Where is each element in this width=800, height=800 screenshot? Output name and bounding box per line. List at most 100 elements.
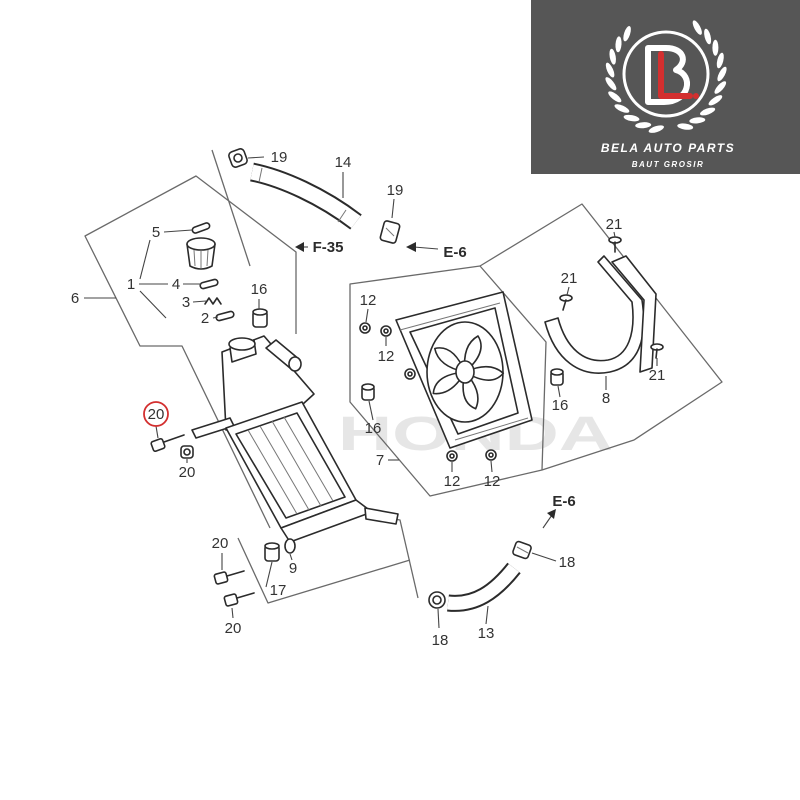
radiator-outlet-pipe <box>364 507 399 525</box>
laurel-leaf <box>677 123 694 130</box>
lower-grommet <box>284 538 296 554</box>
callout-cover-screw-c: 21 <box>649 367 666 384</box>
reference-e6-top-arrow <box>406 242 439 252</box>
shroud-bolt <box>359 322 371 334</box>
laurel-wreath <box>605 20 727 133</box>
radiator <box>191 335 399 543</box>
callout-shroud-bolt-c: 12 <box>444 473 461 490</box>
lower-hose-clamp-a <box>428 591 446 609</box>
cover-screw-c <box>650 343 664 359</box>
laurel-leaf <box>714 81 727 94</box>
shroud-bolt <box>380 325 392 337</box>
callout-cover-grommet: 16 <box>552 397 569 414</box>
lower-bolt-a <box>213 570 245 585</box>
cap-part-4 <box>199 278 219 290</box>
shroud-bolt <box>446 450 458 462</box>
callout-radiator-assembly: 6 <box>71 290 79 307</box>
radiator-group-frame <box>84 175 297 529</box>
reference-e6-top-label: E-6 <box>443 244 466 261</box>
logo-letter-l <box>658 51 693 99</box>
cap-part-5 <box>191 222 211 234</box>
reference-e6-bottom-arrow <box>542 509 556 529</box>
grommet-top <box>252 308 268 328</box>
logo-tagline: BAUT GROSIR <box>632 160 705 169</box>
shroud-bolt <box>485 449 497 461</box>
cover-group-frame <box>479 203 723 471</box>
callout-lower-hose-clamp-a: 18 <box>432 632 449 649</box>
callout-upper-hose-clamp-a: 19 <box>271 149 288 166</box>
lower-bolt-b <box>223 592 255 607</box>
callout-mount-bolt-b: 20 <box>179 464 196 481</box>
logo-letter-b <box>645 45 690 105</box>
callout-shroud-bolt-b: 12 <box>378 348 395 365</box>
laurel-leaf <box>708 95 723 106</box>
laurel-leaf <box>716 52 724 69</box>
laurel-leaf <box>717 66 727 82</box>
laurel-leaf <box>623 114 640 122</box>
callout-radiator-cover: 8 <box>602 390 610 407</box>
cover-grommet <box>550 368 564 386</box>
shroud-grommet-left <box>361 383 375 401</box>
callout-upper-hose: 14 <box>335 154 352 171</box>
upper-hose-frame-line <box>211 149 251 267</box>
laurel-leaf <box>623 26 631 42</box>
group-outline-frames <box>84 149 723 604</box>
callout-lower-bolt-b: 20 <box>225 620 242 637</box>
laurel-leaf <box>704 28 712 45</box>
callout-lower-hose-clamp-b: 18 <box>559 554 576 571</box>
leader-lines <box>84 156 658 629</box>
laurel-leaf <box>692 20 702 35</box>
callout-cover-screw-b: 21 <box>561 270 578 287</box>
cap-seal <box>215 310 235 322</box>
logo-ring <box>622 30 710 118</box>
logo-brand-name: BELA AUTO PARTS <box>601 141 735 155</box>
radiator-cover <box>544 255 657 374</box>
callout-cap-assembly: 1 <box>127 276 135 293</box>
laurel-leaf <box>615 36 622 53</box>
upper-hose-clamp-b <box>379 220 401 244</box>
radiator-cap-assembly <box>186 222 235 322</box>
callout-lower-bolt-a: 20 <box>212 535 229 552</box>
callout-upper-hose-clamp-b: 19 <box>387 182 404 199</box>
logo-dot <box>693 93 699 99</box>
callout-lower-hose: 13 <box>478 625 495 642</box>
shop-logo-badge: BELA AUTO PARTS BAUT GROSIR <box>531 0 800 174</box>
shroud-bolt <box>404 368 416 380</box>
shroud-bolts <box>359 322 497 462</box>
laurel-leaf <box>605 77 617 91</box>
callout-mount-bolt-highlighted: 20 <box>148 406 165 423</box>
lower-hose <box>447 562 521 612</box>
reference-e6-bottom-label: E-6 <box>552 493 575 510</box>
fan-hub <box>455 360 475 384</box>
reference-f35-arrow <box>295 242 308 252</box>
cap-spring <box>204 297 222 305</box>
callout-cover-screw-a: 21 <box>606 216 623 233</box>
callout-cap-part-5: 5 <box>152 224 160 241</box>
callout-lower-grommet: 9 <box>289 560 297 577</box>
laurel-leaf <box>608 91 622 103</box>
callout-labels: 19 14 19 5 1 4 6 16 3 2 12 12 21 21 21 2… <box>71 149 666 649</box>
cover-screw-b <box>559 294 573 311</box>
laurel-leaf <box>648 125 664 133</box>
lower-bracket-frame <box>237 537 411 604</box>
logo-badge-background <box>531 0 800 174</box>
callout-shroud-bolt-a: 12 <box>360 292 377 309</box>
laurel-leaf <box>614 104 630 113</box>
laurel-leaf <box>700 107 716 116</box>
laurel-leaf <box>635 122 652 129</box>
laurel-leaf <box>609 48 616 65</box>
laurel-leaf <box>689 117 706 124</box>
laurel-leaf <box>712 39 719 56</box>
mount-bolt-highlighted <box>150 434 185 452</box>
upper-hose <box>249 162 362 230</box>
callout-lower-bracket: 17 <box>270 582 287 599</box>
callout-grommet-top: 16 <box>251 281 268 298</box>
fan-shroud <box>395 291 533 449</box>
highlight-circle <box>143 401 169 427</box>
lower-hose-clamp-b <box>512 540 532 560</box>
callout-cap-spring: 3 <box>182 294 190 311</box>
callout-cap-seal: 2 <box>201 310 209 327</box>
callout-shroud-grommet-left: 16 <box>365 420 382 437</box>
lower-bracket-grommet <box>264 542 280 562</box>
